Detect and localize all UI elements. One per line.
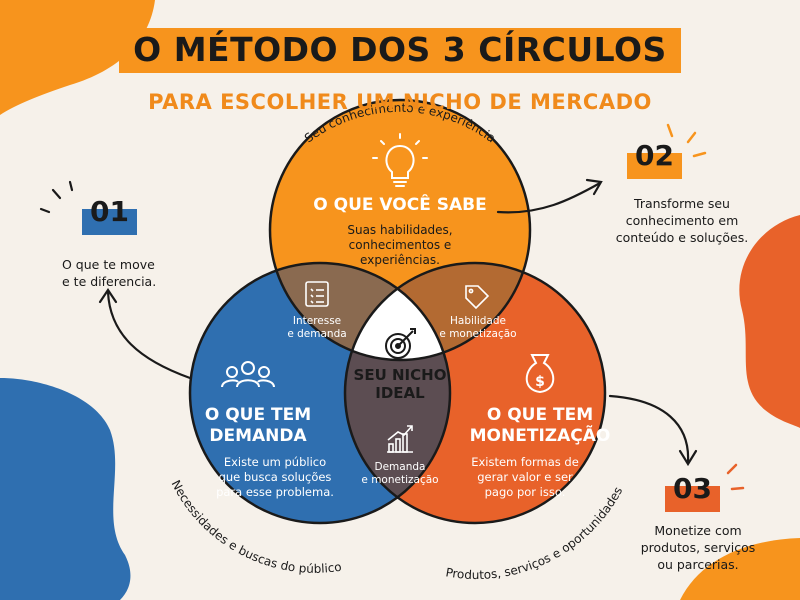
left-circle-desc-2: que busca soluções xyxy=(219,470,332,484)
page-title: O MÉTODO DOS 3 CÍRCULOS xyxy=(133,30,667,69)
step-01-text-line-2: e te diferencia. xyxy=(62,274,157,289)
decor-blob-bottom-left xyxy=(0,378,131,600)
arrow-to-step-02 xyxy=(496,178,603,214)
center-label-2: IDEAL xyxy=(375,384,425,402)
circle-outline-left xyxy=(188,261,452,525)
people-icon xyxy=(221,361,275,388)
step-03-badge: 03 xyxy=(665,475,720,512)
arrow-to-step-01 xyxy=(98,288,192,380)
right-circle-desc-3: pago por isso. xyxy=(485,485,566,499)
step-02-number: 02 xyxy=(635,139,674,172)
right-circle-desc-2: gerar valor e ser xyxy=(477,470,573,484)
right-circle-desc-1: Existem formas de xyxy=(471,455,579,469)
overlap-top-right-label-1: Habilidade xyxy=(450,315,506,327)
decor-blob-top-left xyxy=(0,0,155,115)
overlap-top-right-label-2: e monetização xyxy=(439,328,516,340)
top-circle-desc-1: Suas habilidades, xyxy=(347,223,452,237)
step-03-sparkle-icon xyxy=(726,463,745,491)
step-02-text-line-2: conhecimento em xyxy=(625,213,739,228)
money-bag-icon: $ xyxy=(525,354,555,394)
title-highlight: O MÉTODO DOS 3 CÍRCULOS xyxy=(119,28,681,73)
step-02-sparkle-icon xyxy=(666,123,707,158)
overlap-bottom-label-1: Demanda xyxy=(375,461,426,473)
target-icon xyxy=(385,328,416,359)
step-01-badge: 01 xyxy=(82,198,137,235)
circle-outline-right xyxy=(343,261,607,525)
step-03-text-line-2: produtos, serviços xyxy=(640,540,756,555)
checklist-icon xyxy=(305,281,329,307)
title-banner: O MÉTODO DOS 3 CÍRCULOS xyxy=(0,28,800,73)
step-02-text-line-3: conteúdo e soluções. xyxy=(615,230,749,245)
top-circle-desc-3: experiências. xyxy=(360,253,440,267)
growth-chart-icon xyxy=(387,425,413,453)
step-01-number: 01 xyxy=(90,195,129,228)
overlap-bottom-label-2: e monetização xyxy=(361,474,438,486)
left-circle-title-2: DEMANDA xyxy=(209,426,307,446)
decor-blob-right xyxy=(739,215,800,428)
step-01-text: O que te move e te diferencia. xyxy=(62,256,162,290)
top-circle-title: O QUE VOCÊ SABE xyxy=(313,193,486,215)
top-circle-desc-2: conhecimentos e xyxy=(349,238,452,252)
svg-text:$: $ xyxy=(535,374,545,390)
lightbulb-icon xyxy=(372,133,428,187)
overlap-top-left-label-1: Interesse xyxy=(293,315,341,327)
page-subtitle: PARA ESCOLHER UM NICHO DE MERCADO xyxy=(148,90,652,114)
price-tag-icon xyxy=(465,285,490,310)
right-circle-title-1: O QUE TEM xyxy=(487,405,593,425)
overlap-top-left-label-2: e demanda xyxy=(287,328,346,340)
decor-blob-bottom-right xyxy=(680,538,800,600)
step-03-text: Monetize com produtos, serviços ou parce… xyxy=(633,522,763,573)
step-01-text-line-1: O que te move xyxy=(62,257,155,272)
arrow-to-step-03 xyxy=(608,394,698,467)
step-02-text: Transforme seu conhecimento em conteúdo … xyxy=(612,195,752,246)
left-circle-desc-3: para esse problema. xyxy=(216,485,334,499)
step-02-text-line-1: Transforme seu xyxy=(634,196,730,211)
step-03-text-line-1: Monetize com xyxy=(654,523,742,538)
right-circle-title-2: MONETIZAÇÃO xyxy=(470,423,611,446)
step-01-sparkle-icon xyxy=(39,180,74,214)
circle-outline-top xyxy=(268,98,532,362)
left-circle-desc-1: Existe um público xyxy=(224,455,326,469)
step-02-badge: 02 xyxy=(627,142,682,179)
step-03-number: 03 xyxy=(673,472,712,505)
center-label-1: SEU NICHO xyxy=(354,366,447,384)
step-03-text-line-3: ou parcerias. xyxy=(657,557,739,572)
left-circle-title-1: O QUE TEM xyxy=(205,405,311,425)
